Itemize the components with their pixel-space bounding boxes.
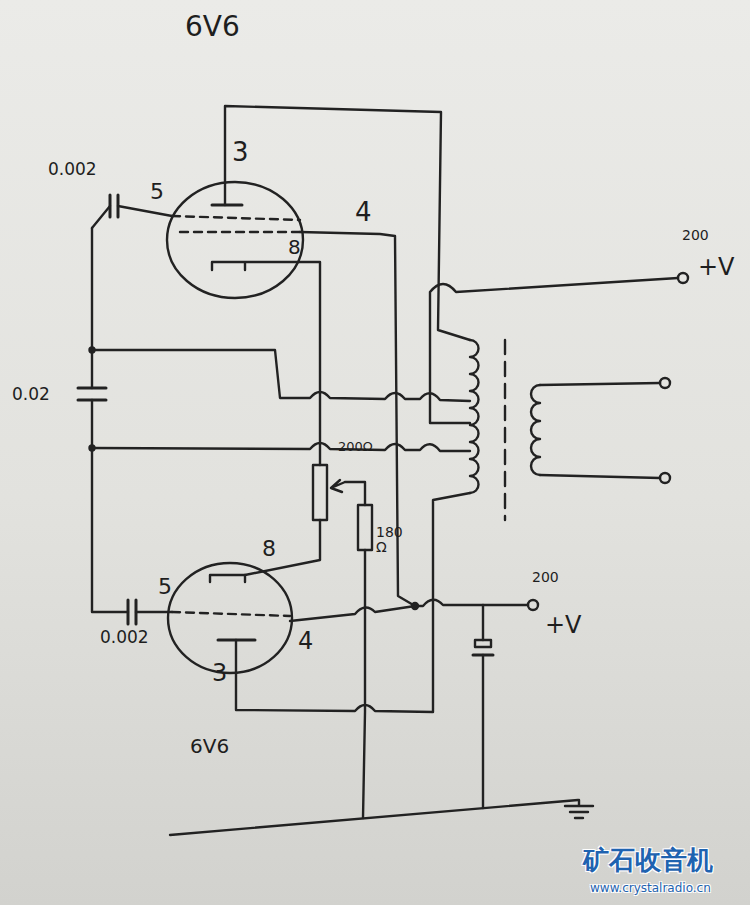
control-grid xyxy=(172,612,290,616)
terminal xyxy=(678,273,688,283)
plate-wire xyxy=(236,493,470,712)
capacitor-symbol xyxy=(110,195,118,217)
resistor-value: 180 Ω xyxy=(376,525,406,556)
grid-wire xyxy=(92,206,172,228)
watermark: 矿石收音机 xyxy=(583,846,713,875)
supply-wire xyxy=(430,278,678,423)
capacitor-symbol xyxy=(475,640,491,647)
grid-wire xyxy=(136,611,172,613)
pin-number: 5 xyxy=(150,180,164,204)
screen-grid xyxy=(180,231,300,233)
feedback-wire xyxy=(92,443,470,451)
plate-wire xyxy=(225,106,470,340)
capacitor-symbol xyxy=(78,388,106,400)
transformer-core xyxy=(504,340,506,520)
capacitor-value: 0.002 xyxy=(48,160,97,179)
voltage-value: 200 xyxy=(532,570,559,585)
terminal xyxy=(660,473,670,483)
resistor-symbol xyxy=(358,505,372,550)
terminal xyxy=(528,600,538,610)
pin-number: 8 xyxy=(288,236,301,258)
terminal-name: +V xyxy=(698,254,735,280)
wiper xyxy=(331,480,365,505)
capacitor-value: 0.02 xyxy=(12,385,50,404)
ground-wire xyxy=(170,800,578,835)
terminal-name: +V xyxy=(545,612,582,638)
secondary-winding xyxy=(531,385,540,475)
pin-number: 4 xyxy=(298,628,313,654)
control-grid xyxy=(172,216,300,220)
pin-number: 3 xyxy=(232,138,249,167)
pin-number: 4 xyxy=(355,198,372,227)
voltage-value: 200 xyxy=(682,228,709,243)
tube-envelope xyxy=(168,563,292,673)
tube-type: 6V6 xyxy=(190,735,229,757)
cathode-wire xyxy=(212,262,320,465)
screen-wire xyxy=(290,600,528,621)
cathode xyxy=(210,575,245,582)
junction-dot xyxy=(412,603,418,609)
tube-envelope xyxy=(167,182,303,298)
input-wire xyxy=(92,228,128,612)
potentiometer-symbol xyxy=(313,465,327,520)
pin-number: 8 xyxy=(262,537,276,561)
output-wire xyxy=(540,383,660,478)
terminal xyxy=(660,378,670,388)
capacitor-symbol xyxy=(473,654,493,657)
resistor-wire xyxy=(363,550,365,818)
feedback-wire xyxy=(92,350,470,401)
ground-symbol xyxy=(565,800,593,818)
capacitor-value: 0.002 xyxy=(100,628,149,647)
plate xyxy=(212,204,242,207)
primary-winding xyxy=(470,340,479,493)
watermark: www.crystalradio.cn xyxy=(590,882,711,895)
pin-number: 3 xyxy=(212,660,227,686)
capacitor-wire xyxy=(482,605,484,808)
pin-number: 5 xyxy=(158,575,172,599)
tube-type: 6V6 xyxy=(185,12,240,43)
resistor-value: 200Ω xyxy=(338,440,373,454)
screen-wire xyxy=(300,232,415,606)
